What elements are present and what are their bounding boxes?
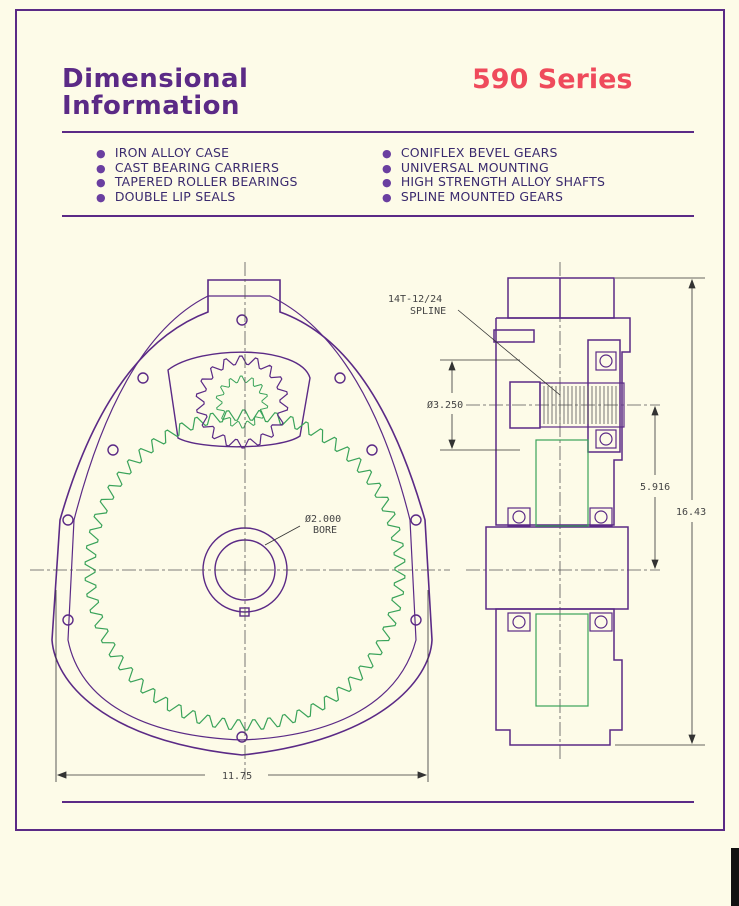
header-rule [62, 131, 694, 133]
page-frame [15, 9, 725, 831]
feature-item: ●HIGH STRENGTH ALLOY SHAFTS [382, 174, 606, 189]
page-title: Dimensional Information [62, 66, 248, 120]
feature-item: ●TAPERED ROLLER BEARINGS [96, 174, 298, 189]
bearings [507, 351, 617, 632]
pinion-gear-teeth [195, 355, 289, 449]
footer-rule [62, 801, 694, 803]
feature-item: ●DOUBLE LIP SEALS [96, 188, 236, 204]
side-view [485, 277, 631, 746]
center-distance-dimension: 5.916 [640, 482, 670, 493]
width-dimension: 11.75 [222, 771, 252, 782]
feature-item: ●CAST BEARING CARRIERS [96, 159, 280, 175]
spline-dimension: 14T-12/24 [388, 294, 442, 305]
feature-item: ●SPLINE MOUNTED GEARS [382, 188, 564, 204]
center-lines [30, 262, 660, 780]
feature-item: ●IRON ALLOY CASE [96, 145, 230, 160]
title-line-1: Dimensional [62, 64, 249, 94]
feature-item: ●CONIFLEX BEVEL GEARS [382, 145, 558, 160]
spline-hatching [543, 386, 617, 424]
shaft-diameter-dimension: Ø3.250 [427, 399, 463, 411]
bore-label: BORE [313, 525, 337, 536]
keyway [239, 607, 250, 617]
spline-small-path [215, 375, 269, 429]
bore-dimension: Ø2.000 [305, 513, 341, 525]
spline-label: SPLINE [410, 306, 446, 317]
housing-inner-outline [67, 295, 417, 741]
bolt-holes [62, 314, 422, 743]
pinion-pocket [167, 351, 311, 448]
series-title: 590 Series [472, 64, 633, 95]
side-gear-green [535, 439, 589, 707]
housing-outline [51, 279, 433, 756]
features-rule [62, 215, 694, 217]
scan-edge [731, 848, 739, 906]
pinion-spline [215, 375, 269, 429]
feature-list-right: ●CONIFLEX BEVEL GEARS ●UNIVERSAL MOUNTIN… [382, 146, 605, 204]
title-line-2: Information [62, 91, 241, 121]
feature-item: ●UNIVERSAL MOUNTING [382, 159, 549, 175]
feature-list-left: ●IRON ALLOY CASE ●CAST BEARING CARRIERS … [96, 146, 298, 204]
height-dimension: 16.43 [676, 507, 706, 518]
gear-small-path [195, 355, 289, 449]
